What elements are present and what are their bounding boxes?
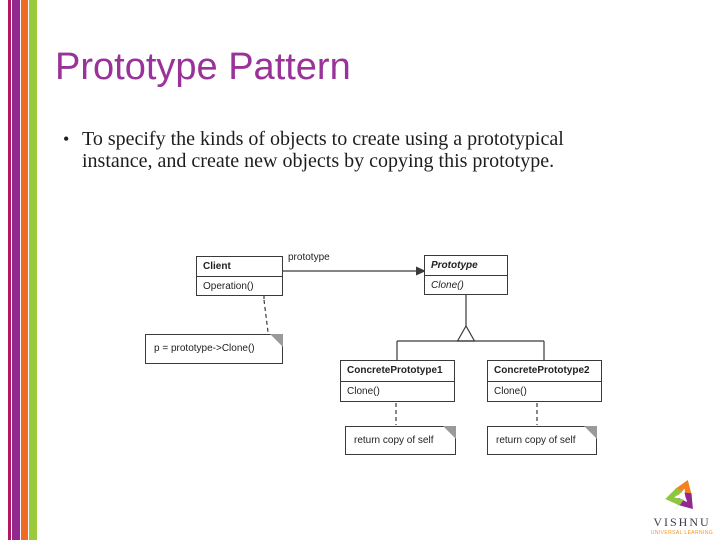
logo-arm-green — [665, 487, 684, 506]
uml-class-prototype-operation: Clone() — [431, 280, 464, 291]
uml-class-client-name: Client — [197, 257, 282, 277]
note-fold-icon — [584, 426, 597, 439]
uml-class-concrete-prototype1-name: ConcretePrototype1 — [341, 361, 454, 382]
bullet-text: To specify the kinds of objects to creat… — [82, 128, 564, 173]
uml-class-client-operation: Operation() — [203, 281, 254, 292]
uml-note-return1-text: return copy of self — [354, 435, 434, 446]
accent-stripe-orange — [21, 0, 28, 540]
bullet-marker: • — [63, 129, 70, 149]
accent-stripe-green — [29, 0, 37, 540]
note-dashed-link-client — [263, 299, 269, 333]
uml-class-concrete-prototype1: ConcretePrototype1 Clone() — [340, 360, 455, 402]
uml-class-prototype-name: Prototype — [425, 256, 507, 276]
uml-class-concrete-prototype1-operation: Clone() — [347, 386, 380, 397]
uml-note-return2: return copy of self — [487, 426, 597, 455]
note-fold-icon — [443, 426, 456, 439]
page-title: Prototype Pattern — [55, 46, 351, 88]
vishnu-logo: VISHNU UNIVERSAL LEARNING — [646, 473, 718, 536]
association-label: prototype — [288, 252, 330, 263]
note-fold-icon — [270, 334, 283, 347]
uml-class-concrete-prototype2: ConcretePrototype2 Clone() — [487, 360, 602, 402]
accent-stripe-crimson — [8, 0, 11, 540]
uml-class-client: Client Operation() — [196, 256, 283, 296]
uml-class-concrete-prototype2-name: ConcretePrototype2 — [488, 361, 601, 382]
uml-note-return1: return copy of self — [345, 426, 456, 455]
logo-arm-purple — [677, 492, 693, 510]
bullet-item: • To specify the kinds of objects to cre… — [60, 128, 635, 173]
uml-note-client-code: p = prototype->Clone() — [145, 334, 283, 364]
logo-wordmark: VISHNU — [653, 515, 711, 529]
uml-note-return2-text: return copy of self — [496, 435, 576, 446]
inheritance-triangle-icon — [456, 324, 476, 342]
uml-class-prototype: Prototype Clone() — [424, 255, 508, 295]
uml-class-concrete-prototype2-operation: Clone() — [494, 386, 527, 397]
logo-tagline: UNIVERSAL LEARNING — [650, 530, 714, 536]
accent-stripe-purple — [12, 0, 20, 540]
uml-note-client-code-text: p = prototype->Clone() — [154, 343, 255, 354]
vishnu-logo-mark-icon — [665, 480, 693, 510]
